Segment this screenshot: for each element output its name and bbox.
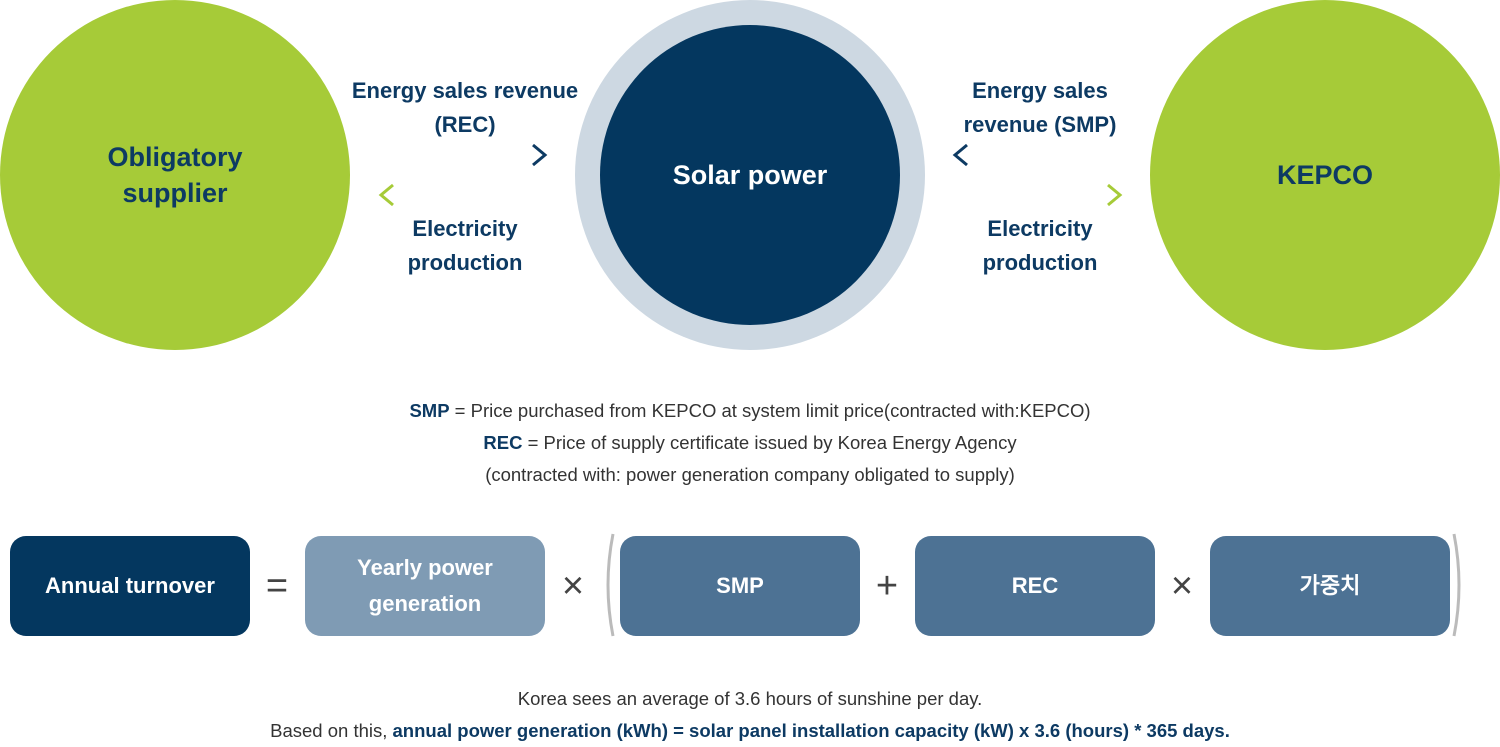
rec-definition-continued: (contracted with: power generation compa… xyxy=(485,464,1015,485)
kepco-node: KEPCO xyxy=(1150,0,1500,350)
solar-power-node: Solar power xyxy=(600,25,900,325)
smp-text: = Price purchased from KEPCO at system l… xyxy=(449,400,1091,421)
flow-arrows xyxy=(378,143,1123,207)
plus-sign: + xyxy=(875,565,899,607)
smp-term: SMP xyxy=(409,400,450,421)
rec-text: = Price of supply certificate issued by … xyxy=(522,432,1017,453)
generation-formula-note: Based on this, annual power generation (… xyxy=(0,715,1500,747)
annual-turnover-label: Annual turnover xyxy=(45,573,215,598)
sunshine-note: Korea sees an average of 3.6 hours of su… xyxy=(517,688,983,709)
right-parenthesis xyxy=(1452,533,1461,637)
weight-box-label: 가중치 xyxy=(1299,573,1361,598)
kepco-label: KEPCO xyxy=(1276,160,1374,190)
left-bottom-flow-label: Electricity production xyxy=(407,216,523,275)
rec-definition: REC = Price of supply certificate issued… xyxy=(0,427,1500,459)
rec-term: REC xyxy=(483,432,523,453)
right-bottom-flow-label: Electricity production xyxy=(982,216,1098,275)
left-top-flow-label: Energy sales revenue (REC) xyxy=(351,78,579,137)
annual-turnover-box: Annual turnover xyxy=(10,536,250,636)
arrow-left-icon xyxy=(378,183,545,207)
arrow-right-icon xyxy=(380,143,548,167)
left-parenthesis xyxy=(606,533,615,637)
solar-power-ring: Solar power xyxy=(575,0,925,350)
rec-box: REC xyxy=(915,536,1155,636)
smp-definition: SMP = Price purchased from KEPCO at syst… xyxy=(0,395,1500,427)
arrow-left-icon xyxy=(952,143,1120,167)
rec-box-label: REC xyxy=(1011,573,1059,598)
right-top-flow-label: Energy sales revenue (SMP) xyxy=(963,78,1117,137)
generation-note-prefix: Based on this, xyxy=(270,720,393,741)
yearly-power-generation-label: Yearly power generation xyxy=(357,555,493,616)
obligatory-supplier-label: Obligatory supplier xyxy=(107,142,243,208)
solar-power-label: Solar power xyxy=(672,159,828,190)
smp-box: SMP xyxy=(620,536,860,636)
yearly-power-generation-box: Yearly power generation xyxy=(305,536,545,636)
generation-note-formula: annual power generation (kWh) = solar pa… xyxy=(392,720,1230,741)
multiply-sign: × xyxy=(1170,565,1194,607)
multiply-sign: × xyxy=(561,565,585,607)
arrow-right-icon xyxy=(955,183,1123,207)
obligatory-supplier-node: Obligatory supplier xyxy=(0,0,350,350)
weight-box: 가중치 xyxy=(1210,536,1450,636)
equals-sign: = xyxy=(265,565,289,607)
smp-box-label: SMP xyxy=(716,573,764,598)
